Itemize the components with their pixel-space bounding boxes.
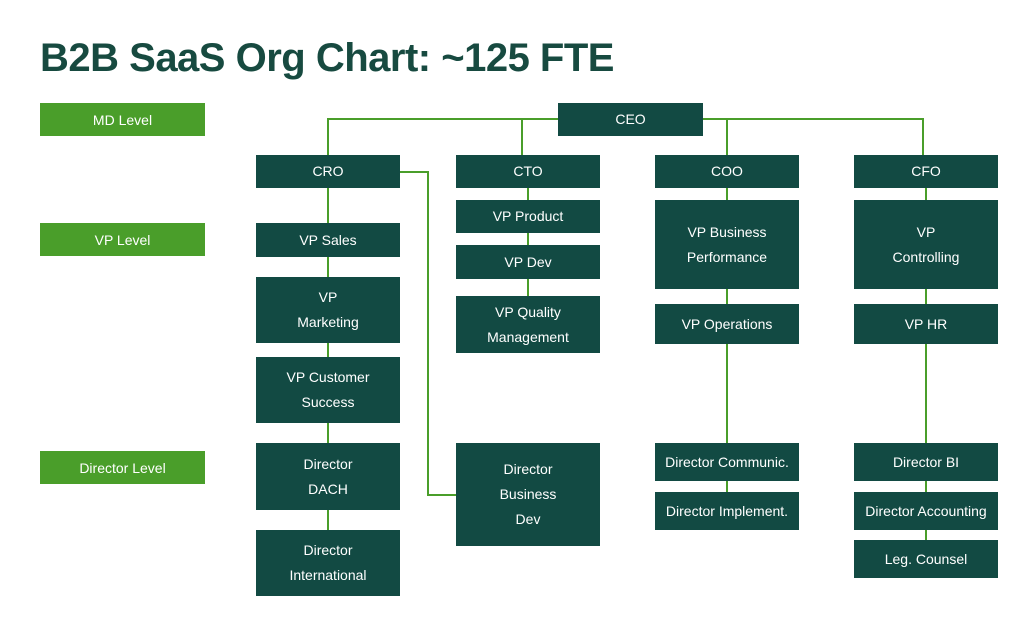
node-vp-product: VP Product bbox=[456, 200, 600, 233]
node-director-accounting: Director Accounting bbox=[854, 492, 998, 530]
node-vp-quality-management: VP Quality Management bbox=[456, 296, 600, 353]
chart-title: B2B SaaS Org Chart: ~125 FTE bbox=[40, 36, 614, 80]
node-vp-operations: VP Operations bbox=[655, 304, 799, 344]
node-vp-hr: VP HR bbox=[854, 304, 998, 344]
node-vp-business-performance: VP Business Performance bbox=[655, 200, 799, 289]
node-vp-sales: VP Sales bbox=[256, 223, 400, 257]
level-label-md: MD Level bbox=[40, 103, 205, 136]
node-director-international: Director International bbox=[256, 530, 400, 596]
connector-cro-business-dev bbox=[400, 171, 456, 496]
node-vp-dev: VP Dev bbox=[456, 245, 600, 279]
node-leg-counsel: Leg. Counsel bbox=[854, 540, 998, 578]
node-cro: CRO bbox=[256, 155, 400, 188]
node-coo: COO bbox=[655, 155, 799, 188]
node-ceo: CEO bbox=[558, 103, 703, 136]
node-director-implement: Director Implement. bbox=[655, 492, 799, 530]
level-label-vp: VP Level bbox=[40, 223, 205, 256]
node-vp-controlling: VP Controlling bbox=[854, 200, 998, 289]
node-director-bi: Director BI bbox=[854, 443, 998, 481]
node-cto: CTO bbox=[456, 155, 600, 188]
node-vp-marketing: VP Marketing bbox=[256, 277, 400, 343]
node-director-business-dev: Director Business Dev bbox=[456, 443, 600, 546]
node-director-dach: Director DACH bbox=[256, 443, 400, 510]
level-label-director: Director Level bbox=[40, 451, 205, 484]
node-director-communic: Director Communic. bbox=[655, 443, 799, 481]
node-vp-customer-success: VP Customer Success bbox=[256, 357, 400, 423]
node-cfo: CFO bbox=[854, 155, 998, 188]
